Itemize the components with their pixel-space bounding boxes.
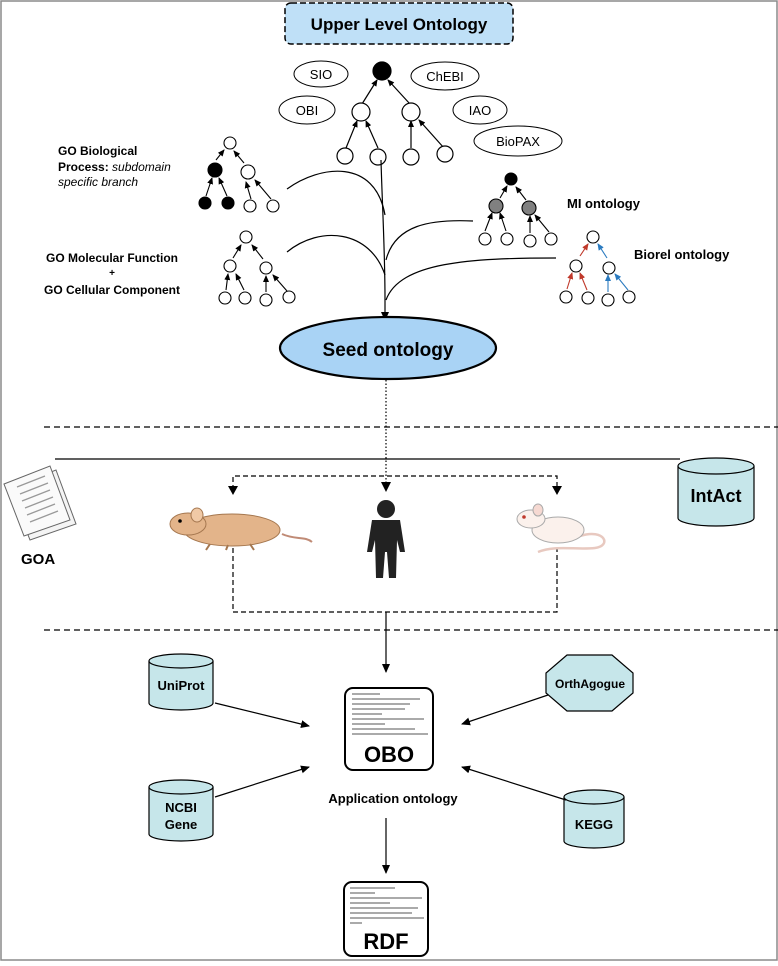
human-silhouette — [367, 500, 405, 578]
label-sio: SIO — [310, 67, 332, 82]
orthagogue-tool: OrthAgogue — [545, 654, 634, 712]
mi-ontology-label: MI ontology — [567, 196, 641, 211]
go-mf-tree — [218, 230, 296, 307]
upper-level-ontology-box: Upper Level Ontology — [284, 2, 514, 45]
arrow-to-mouse — [228, 486, 238, 495]
mi-ontology-tree — [478, 172, 558, 248]
seed-arrowhead — [381, 482, 391, 492]
rat-image — [516, 503, 606, 554]
seed-ontology-label: Seed ontology — [323, 340, 454, 361]
sources-to-obo-arrows — [214, 694, 567, 801]
svg-text:GO Molecular Function: GO Molecular Function — [46, 251, 178, 265]
svg-text:GO Cellular Component: GO Cellular Component — [44, 283, 180, 297]
upper-ontology-tree — [336, 61, 454, 166]
application-ontology-label: Application ontology — [328, 791, 458, 806]
intact-database: IntAct — [677, 457, 755, 527]
label-obi: OBI — [296, 103, 318, 118]
goa-document-icon — [3, 465, 77, 541]
mouse-image — [169, 507, 313, 551]
obo-document: OBO — [344, 687, 434, 771]
label-iao: IAO — [469, 103, 491, 118]
go-molecular-function-label: GO Molecular Function + GO Cellular Comp… — [44, 251, 180, 297]
goa-label: GOA — [21, 551, 55, 568]
upper-level-title: Upper Level Ontology — [311, 15, 488, 34]
biorel-ontology-tree — [559, 230, 636, 307]
orthagogue-label: OrthAgogue — [555, 677, 625, 691]
label-biopax: BioPAX — [496, 134, 540, 149]
biorel-ontology-label: Biorel ontology — [634, 247, 730, 262]
uniprot-database: UniProt — [148, 653, 214, 711]
convergence-curves — [286, 159, 557, 321]
ncbi-label-line2: Gene — [165, 817, 198, 832]
upper-ontology-labels: SIO OBI ChEBI IAO BioPAX — [278, 60, 563, 157]
rdf-label: RDF — [363, 929, 408, 954]
organism-branches — [232, 475, 558, 613]
svg-text:Process: subdomain: Process: subdomain — [58, 160, 171, 174]
seed-ontology: Seed ontology — [278, 315, 498, 381]
arrow-to-rat — [552, 486, 562, 495]
svg-text:+: + — [109, 268, 115, 279]
svg-text:GO Biological: GO Biological — [58, 144, 137, 158]
kegg-database: KEGG — [563, 789, 625, 849]
kegg-label: KEGG — [575, 817, 613, 832]
go-biological-process-label: GO Biological Process: subdomain specifi… — [58, 144, 171, 189]
go-bp-tree — [198, 136, 280, 213]
svg-text:specific branch: specific branch — [58, 175, 138, 189]
ncbi-label-line1: NCBI — [165, 800, 197, 815]
uniprot-label: UniProt — [158, 678, 206, 693]
label-chebi: ChEBI — [426, 69, 464, 84]
intact-label: IntAct — [691, 486, 742, 506]
ncbi-gene-database: NCBI Gene — [148, 779, 214, 842]
rdf-document: RDF — [343, 881, 429, 957]
obo-label: OBO — [364, 742, 414, 767]
